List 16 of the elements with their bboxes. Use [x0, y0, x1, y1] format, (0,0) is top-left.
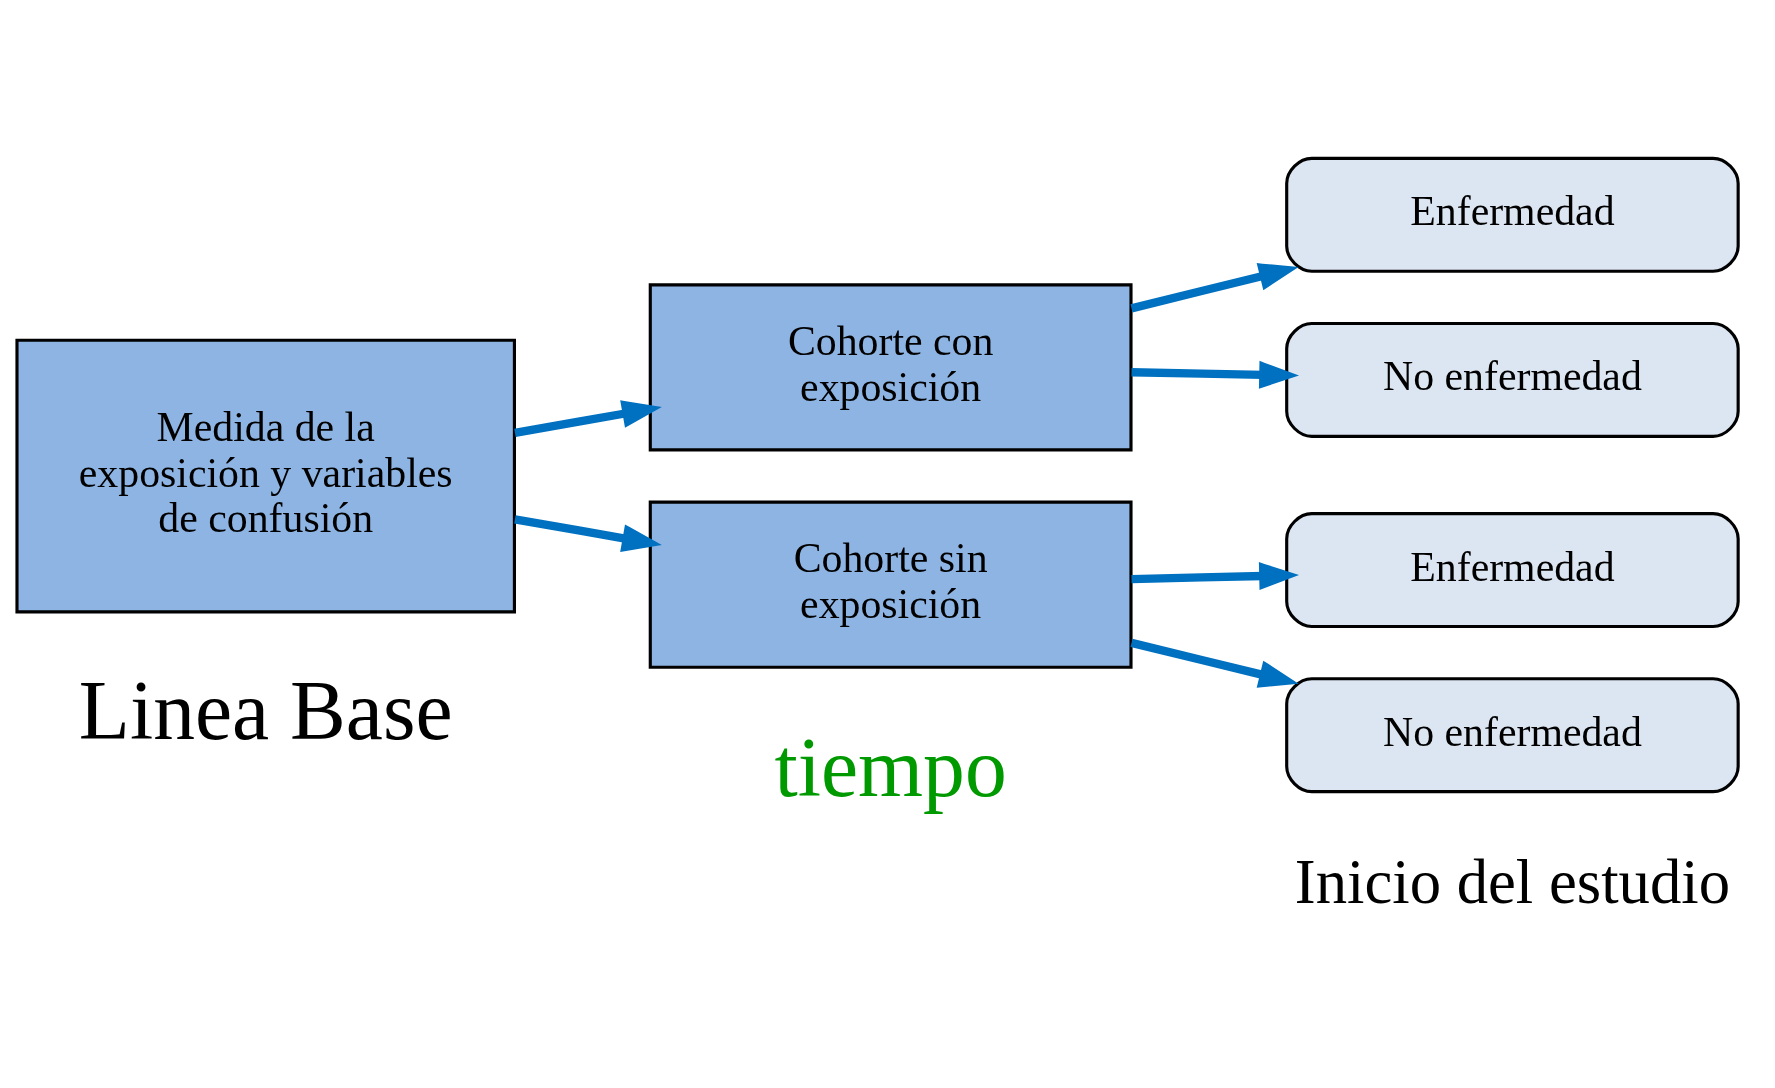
node-box: Enfermedad — [1285, 511, 1740, 628]
node-box: Enfermedad — [1285, 156, 1740, 273]
node-box: Cohorte sin exposición — [648, 500, 1133, 669]
label: Inicio del estudio — [1294, 846, 1731, 917]
node-box: No enfermedad — [1285, 321, 1740, 438]
arrow — [514, 399, 662, 437]
node-box: No enfermedad — [1285, 676, 1740, 793]
arrow — [1131, 561, 1300, 590]
arrow — [1130, 262, 1299, 312]
node-box: Medida de la exposición y variables de confusión — [15, 338, 516, 613]
arrow — [1130, 638, 1299, 688]
label: Linea Base — [78, 664, 453, 757]
label: tiempo — [774, 721, 1007, 814]
arrow — [514, 514, 662, 552]
arrow — [1131, 360, 1299, 389]
node-box: Cohorte con exposición — [648, 282, 1133, 451]
